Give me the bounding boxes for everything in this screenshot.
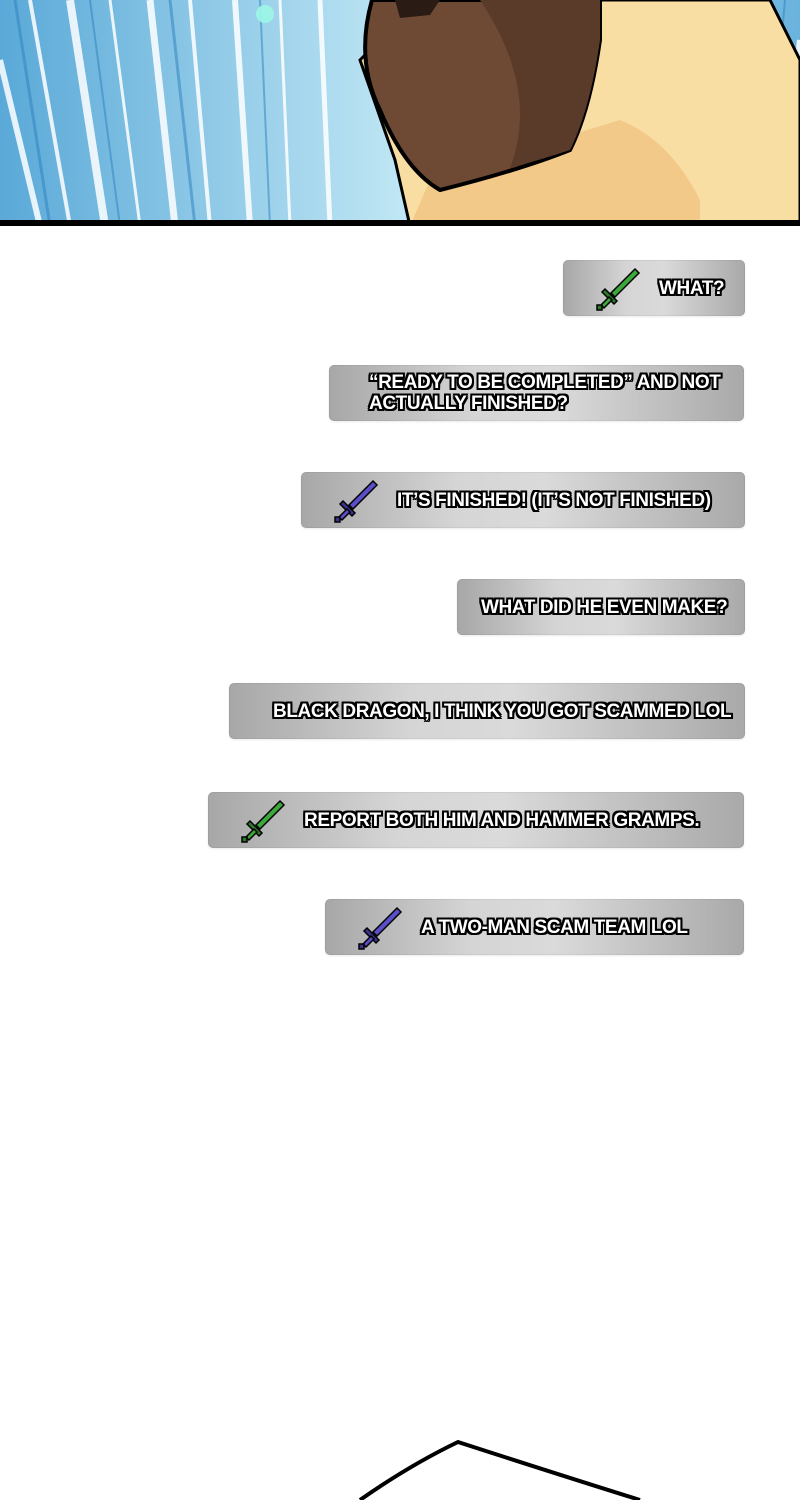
- chat-message-text: BLACK DRAGON, I THINK YOU GOT SCAMMED LO…: [273, 700, 732, 722]
- chat-message-text: WHAT?: [659, 277, 725, 299]
- chat-message-bubble: IT’S FINISHED! (IT’S NOT FINISHED): [301, 472, 745, 528]
- chat-message-text: IT’S FINISHED! (IT’S NOT FINISHED): [397, 489, 711, 511]
- purple-sword-icon: [358, 906, 403, 950]
- purple-sword-icon: [334, 479, 379, 523]
- green-sword-icon: [596, 267, 641, 311]
- next-panel-roof-outline: [358, 1439, 641, 1500]
- chat-message-text: A TWO-MAN SCAM TEAM LOL: [421, 916, 688, 938]
- chat-message-bubble: WHAT DID HE EVEN MAKE?: [457, 579, 745, 635]
- comic-panel-top: [0, 0, 800, 226]
- chat-message-bubble: A TWO-MAN SCAM TEAM LOL: [325, 899, 744, 955]
- comic-panel-illustration: [0, 0, 800, 226]
- chat-message-bubble: REPORT BOTH HIM AND HAMMER GRAMPS.: [208, 792, 744, 848]
- chat-message-bubble: BLACK DRAGON, I THINK YOU GOT SCAMMED LO…: [229, 683, 745, 739]
- chat-message-text: REPORT BOTH HIM AND HAMMER GRAMPS.: [304, 809, 700, 831]
- chat-message-text: WHAT DID HE EVEN MAKE?: [481, 596, 728, 618]
- chat-message-bubble: WHAT?: [563, 260, 745, 316]
- green-sword-icon: [241, 799, 286, 843]
- chat-message-text: “READY TO BE COMPLETED” AND NOT ACTUALLY…: [369, 372, 721, 414]
- chat-message-bubble: “READY TO BE COMPLETED” AND NOT ACTUALLY…: [329, 365, 744, 421]
